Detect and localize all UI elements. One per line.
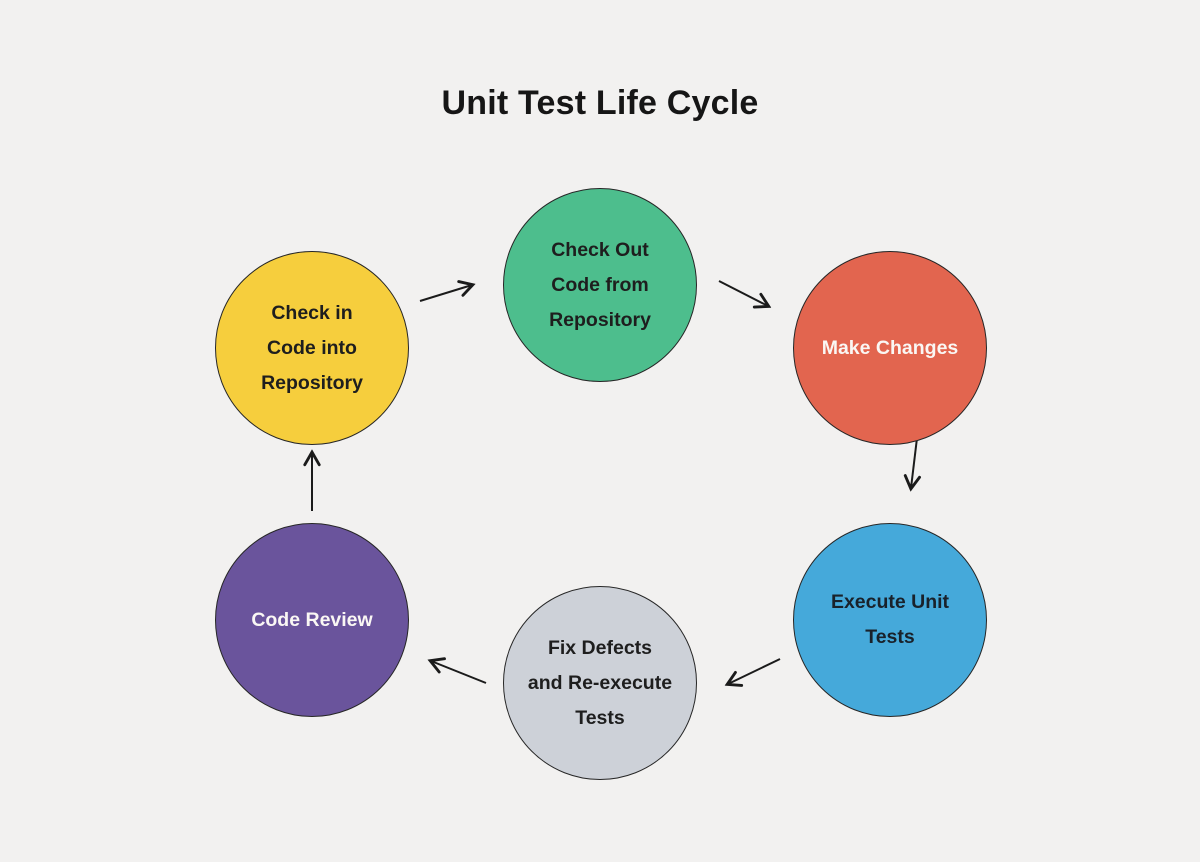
arrow-makechanges-to-execute: [911, 437, 917, 488]
node-make-changes: Make Changes: [793, 251, 987, 445]
node-execute-unit-tests: Execute Unit Tests: [793, 523, 987, 717]
arrow-fixdefects-to-codereview: [431, 661, 487, 684]
node-label: Make Changes: [821, 336, 959, 359]
node-code-review: Code Review: [215, 523, 409, 717]
node-label: Check Out Code from Repository: [549, 238, 651, 331]
node-fix-defects: Fix Defects and Re-execute Tests: [503, 586, 697, 780]
arrow-checkout-to-makechanges: [718, 280, 768, 306]
node-label: Check in Code into Repository: [261, 301, 363, 394]
page-title: Unit Test Life Cycle: [441, 84, 759, 122]
arrow-checkin-to-checkout: [419, 285, 472, 302]
arrow-execute-to-fixdefects: [728, 658, 781, 684]
node-check-out-code: Check Out Code from Repository: [503, 188, 697, 382]
node-label: Fix Defects and Re-execute Tests: [527, 636, 673, 729]
node-label: Execute Unit Tests: [830, 591, 950, 648]
node-check-in-code: Check in Code into Repository: [215, 251, 409, 445]
node-label: Code Review: [251, 608, 373, 631]
